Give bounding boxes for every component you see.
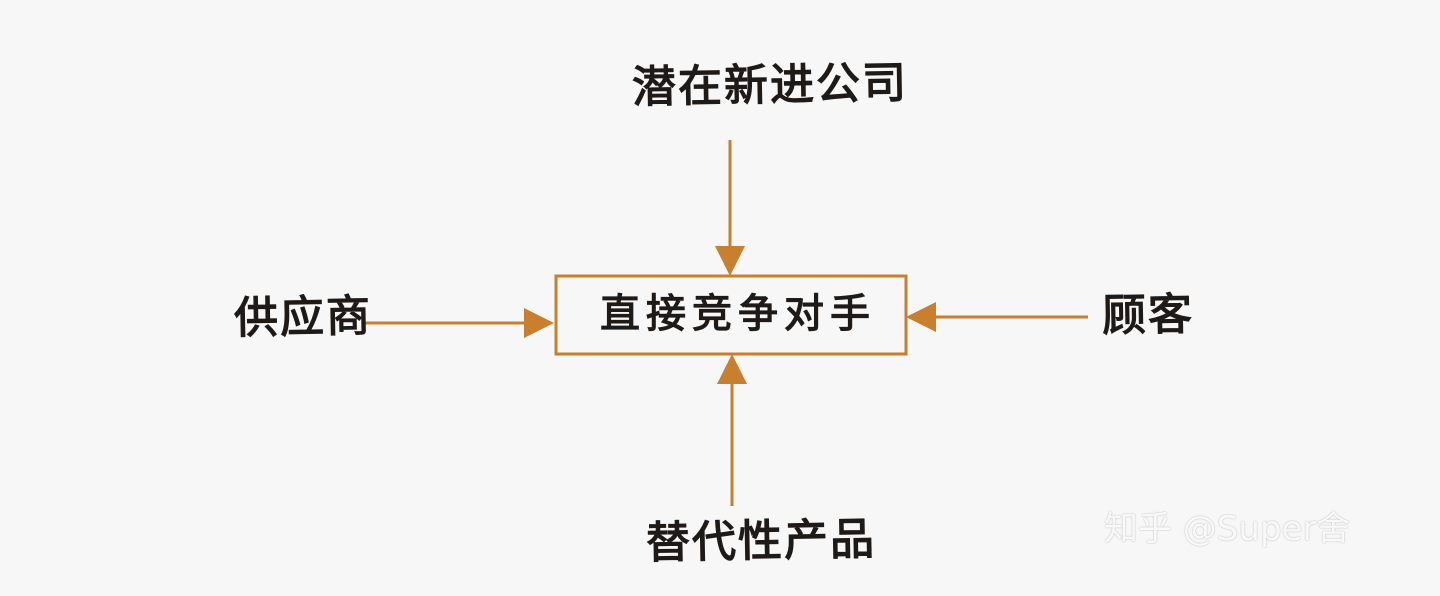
direct-competitors-label: 直接竞争对手 [600,291,876,337]
customers-label: 顾客 [1101,289,1195,342]
substitutes-label: 替代性产品 [645,513,877,570]
zhihu-watermark: 知乎 @Super舍 [1104,509,1351,549]
suppliers-label: 供应商 [233,290,373,345]
potential-entrants-label: 潜在新进公司 [631,57,909,114]
